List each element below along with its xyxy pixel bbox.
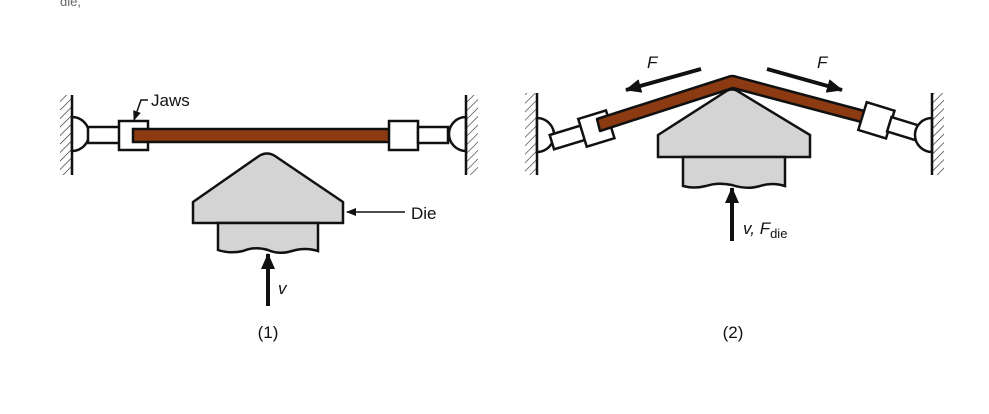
force-label-right: F [817,53,829,72]
panel-2: F F v, Fdie (2) [525,53,944,342]
left-wall [525,93,539,175]
sheet-bent [595,74,874,133]
die-force-label: F [760,219,772,238]
right-rod [416,125,450,145]
die-base [681,155,787,189]
die-label: Die [411,204,437,223]
caption-2: (2) [723,323,744,342]
sheet-flat [131,127,405,144]
right-pivot [447,115,468,153]
panel-1: v Die Jaws (1) [60,91,478,342]
caption-1: (1) [258,323,279,342]
jaws-label: Jaws [151,91,190,110]
velocity-label: v [278,279,288,298]
die-base [216,221,320,254]
left-rod [86,125,122,145]
force-arrow-right [766,67,843,93]
velocity-label: v, [743,219,760,238]
die-force-subscript: die [770,226,787,241]
right-wall [464,95,478,175]
force-arrow-left [625,67,702,93]
cut-off-header-text: die, [60,0,81,9]
right-jaw [387,119,420,152]
jaws-leader-arrow [133,99,148,121]
left-wall [60,95,74,175]
right-pivot [913,116,934,154]
left-pivot [70,115,91,153]
right-wall [930,93,944,175]
die-velocity-force-label: v, Fdie [743,219,787,241]
die [191,152,345,225]
force-label-left: F [647,53,659,72]
